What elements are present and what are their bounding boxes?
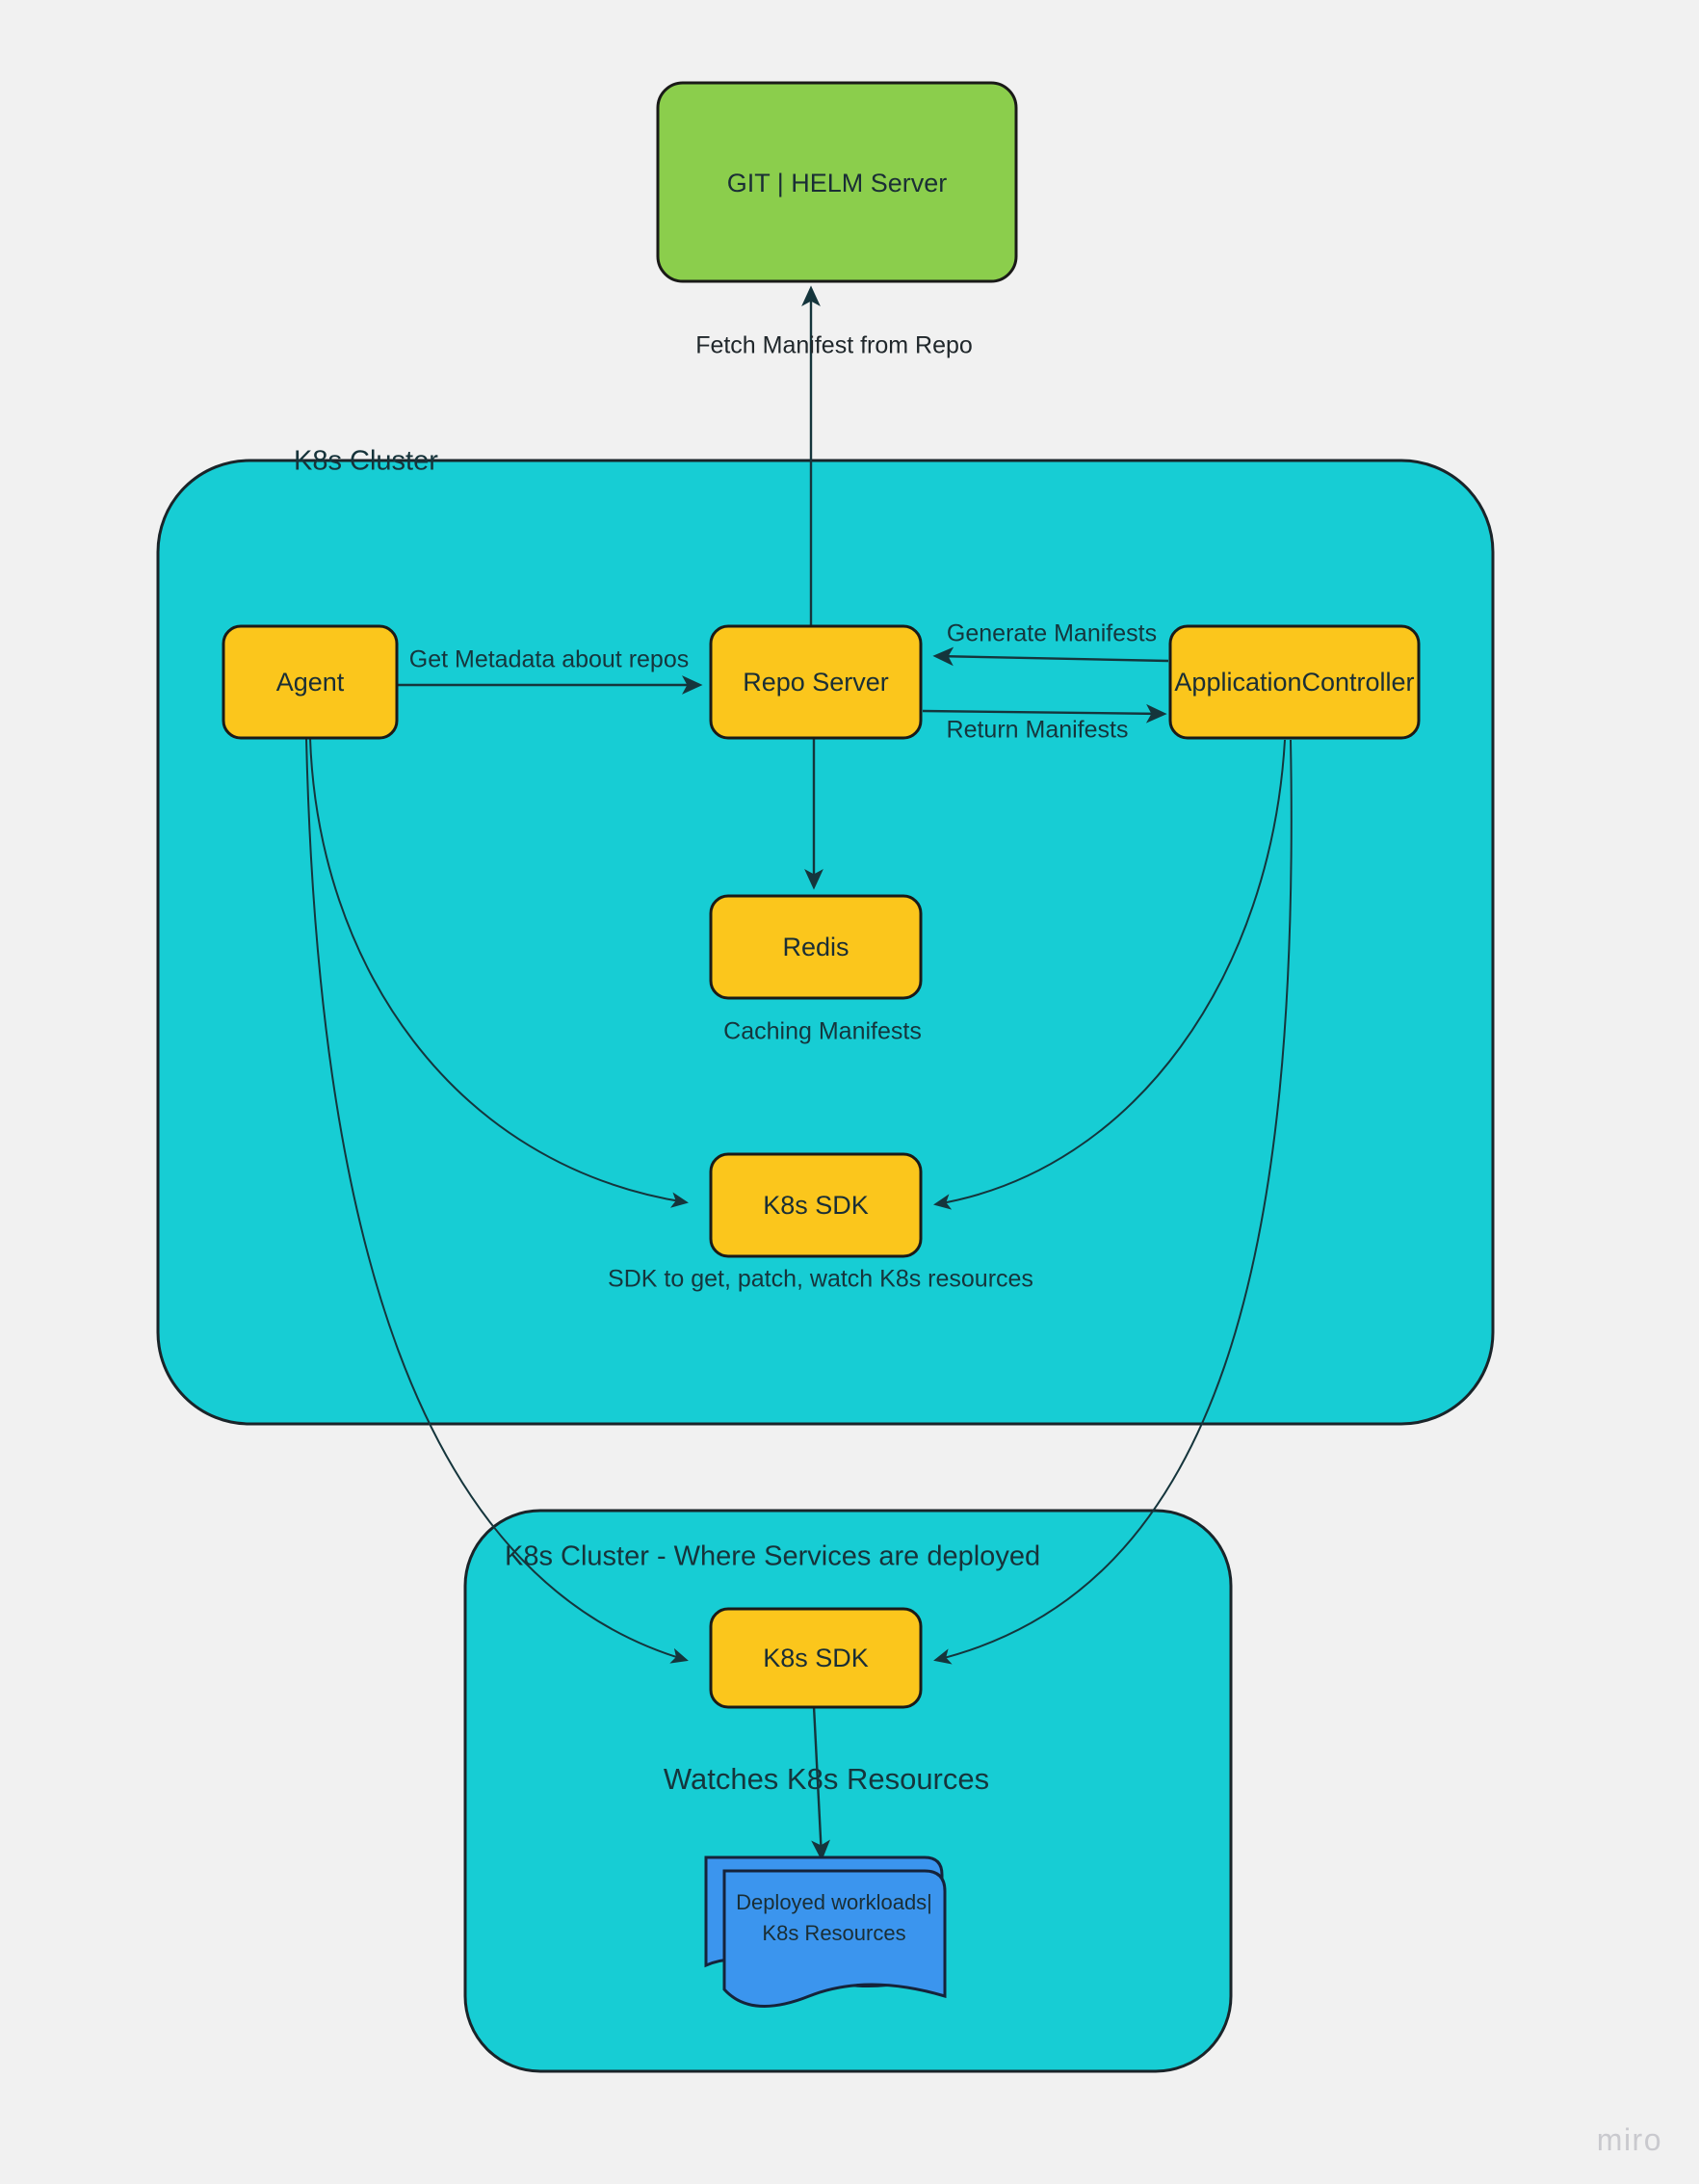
node-git-helm-server[interactable]: GIT | HELM Server — [656, 81, 1018, 283]
repo-server-box[interactable] — [709, 624, 923, 740]
edge-application-controller-to-k8s-sdk-lower — [933, 739, 1293, 1665]
k8s-sdk-upper-label: K8s SDK — [763, 1191, 869, 1220]
node-k8s-sdk-lower[interactable]: K8s SDK — [709, 1607, 923, 1709]
application-controller-box[interactable] — [1168, 624, 1421, 740]
edge-label-generate-manifests: Generate Manifests — [947, 620, 1157, 647]
k8s-sdk-upper-box[interactable] — [709, 1152, 923, 1258]
redis-label: Redis — [782, 933, 849, 961]
node-k8s-sdk-upper[interactable]: K8s SDK — [709, 1152, 923, 1258]
k8s-cluster-title: K8s Cluster — [294, 446, 438, 477]
edge-generate-manifests — [932, 646, 1169, 667]
edge-agent-to-k8s-sdk-upper — [309, 737, 689, 1208]
k8s-cluster-services-title: K8s Cluster - Where Services are deploye… — [505, 1541, 1040, 1572]
edge-label-watches-k8s-resources: Watches K8s Resources — [664, 1762, 989, 1796]
git-helm-server-box[interactable] — [656, 81, 1018, 283]
edge-label-fetch-manifest: Fetch Manifest from Repo — [695, 332, 973, 359]
redis-box[interactable] — [709, 894, 923, 1000]
k8s-sdk-lower-box[interactable] — [709, 1607, 923, 1709]
edge-label-get-metadata: Get Metadata about repos — [409, 646, 689, 673]
miro-watermark: miro — [1597, 2122, 1662, 2157]
edge-return-manifests — [922, 703, 1167, 724]
node-repo-server[interactable]: Repo Server — [709, 624, 923, 740]
repo-server-label: Repo Server — [743, 668, 889, 697]
edge-agent-to-k8s-sdk-lower — [305, 737, 689, 1664]
edge-application-controller-to-k8s-sdk-upper — [933, 739, 1286, 1210]
git-helm-server-label: GIT | HELM Server — [727, 169, 948, 197]
deployed-workloads-label-line1: Deployed workloads| — [736, 1890, 932, 1914]
node-agent[interactable]: Agent — [222, 624, 399, 740]
caption-sdk-description: SDK to get, patch, watch K8s resources — [608, 1266, 1033, 1293]
k8s-sdk-lower-label: K8s SDK — [763, 1644, 869, 1672]
node-deployed-workloads[interactable]: Deployed workloads| K8s Resources — [704, 1855, 947, 2008]
deployed-workloads-front-sheet[interactable] — [722, 1869, 947, 2008]
agent-box[interactable] — [222, 624, 399, 740]
deployed-workloads-label-line2: K8s Resources — [762, 1921, 905, 1945]
caption-caching-manifests: Caching Manifests — [723, 1018, 922, 1045]
edge-label-return-manifests: Return Manifests — [947, 717, 1129, 744]
agent-label: Agent — [276, 668, 345, 697]
edge-watches-k8s-resources — [811, 1705, 830, 1861]
application-controller-label: ApplicationController — [1174, 668, 1414, 697]
node-redis[interactable]: Redis — [709, 894, 923, 1000]
node-application-controller[interactable]: ApplicationController — [1168, 624, 1421, 740]
